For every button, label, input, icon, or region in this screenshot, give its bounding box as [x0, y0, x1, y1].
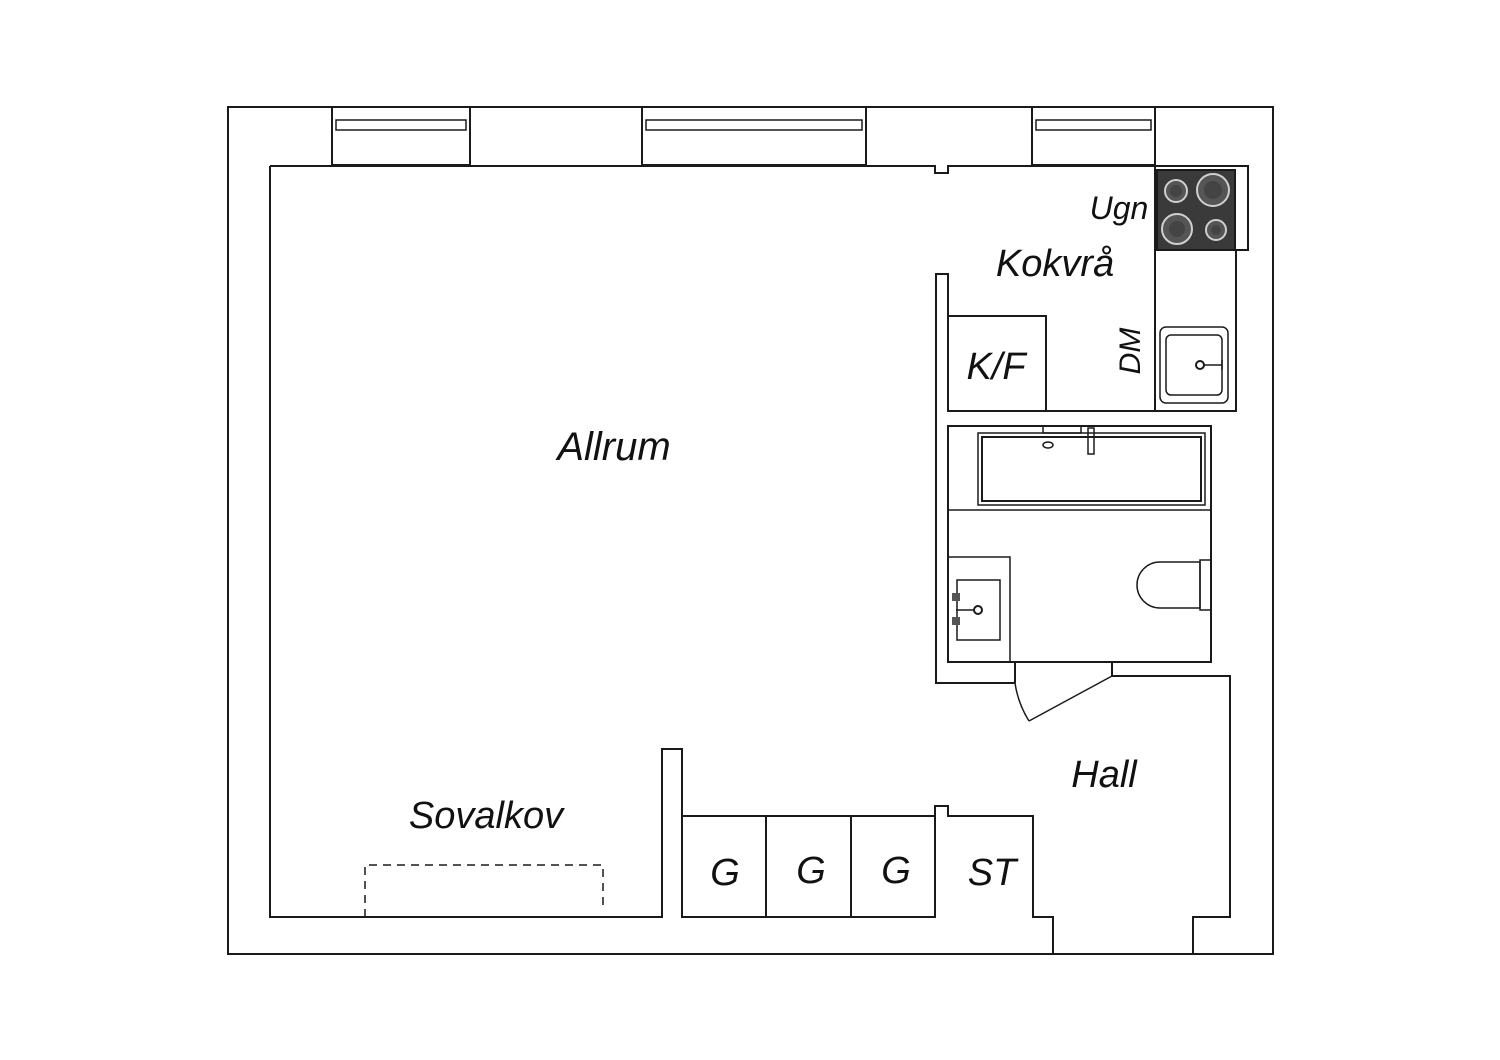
window-left	[331, 106, 471, 166]
bathroom-wall	[947, 425, 1212, 663]
bed-outline	[364, 864, 604, 917]
bathroom-door	[1014, 662, 1113, 722]
label-dm: DM	[1114, 328, 1147, 375]
washbasin-icon	[947, 556, 1011, 663]
label-kf: K/F	[966, 346, 1027, 388]
toilet-icon	[1136, 559, 1212, 611]
label-ugn: Ugn	[1090, 190, 1149, 226]
window-right	[1031, 106, 1156, 166]
window-center	[641, 106, 867, 166]
label-st: ST	[968, 852, 1019, 894]
label-g1: G	[710, 852, 740, 894]
inner-wall	[269, 165, 1249, 954]
label-g2: G	[796, 850, 826, 892]
stove-icon	[1156, 169, 1236, 251]
label-kokvra: Kokvrå	[996, 243, 1114, 285]
label-allrum: Allrum	[555, 425, 670, 469]
kitchen-sink-icon	[1159, 326, 1229, 404]
bathtub-icon	[977, 425, 1206, 506]
label-g3: G	[881, 850, 911, 892]
label-hall: Hall	[1071, 754, 1138, 796]
fridge-cabinet	[947, 315, 1047, 412]
label-sovalkov: Sovalkov	[409, 795, 565, 837]
outer-wall	[227, 106, 1274, 955]
